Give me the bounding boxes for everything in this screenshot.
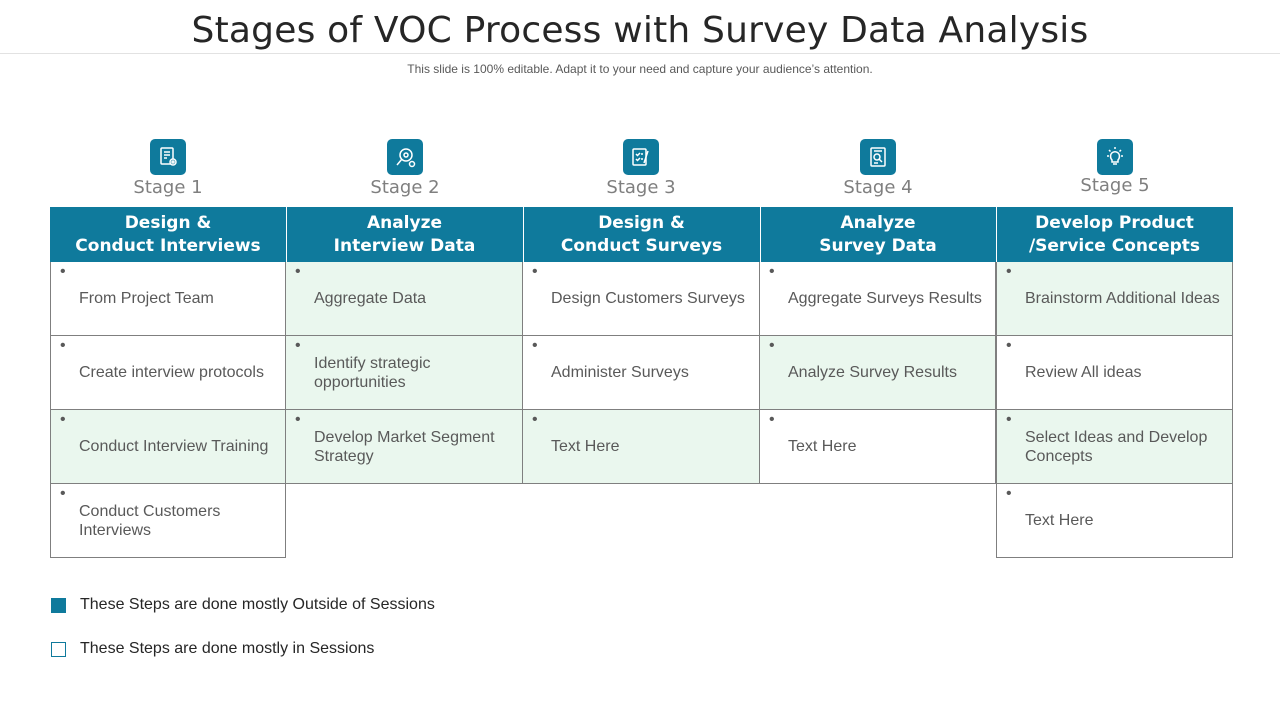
column-header-stage-1: Design & Conduct Interviews — [50, 207, 286, 262]
table-cell: • From Project Team — [50, 262, 286, 336]
stage-label: Stage 4 — [843, 177, 913, 198]
table-cell: • Text Here — [996, 484, 1233, 558]
column-header-stage-4: Analyze Survey Data — [760, 207, 996, 262]
stage-2-header: Stage 2 — [287, 139, 523, 198]
table-cell: • Text Here — [760, 410, 996, 484]
column-header-stage-3: Design & Conduct Surveys — [523, 207, 760, 262]
legend-in-sessions: These Steps are done mostly in Sessions — [51, 640, 374, 658]
cell-text: Create interview protocols — [79, 364, 264, 381]
column-header-stage-5: Develop Product /Service Concepts — [996, 207, 1233, 262]
table-cell: • Conduct Interview Training — [50, 410, 286, 484]
header-divider — [523, 207, 524, 262]
cell-text: Select Ideas and Develop Concepts — [1025, 428, 1208, 465]
table-cell: • Text Here — [523, 410, 760, 484]
stage-4-header: Stage 4 — [760, 139, 996, 198]
title-divider — [0, 53, 1280, 54]
bullet-icon: • — [1006, 485, 1012, 502]
column-header-stage-2: Analyze Interview Data — [286, 207, 523, 262]
bullet-icon: • — [60, 485, 66, 502]
cell-text: Text Here — [788, 438, 857, 455]
page-subtitle: This slide is 100% editable. Adapt it to… — [407, 62, 873, 76]
bullet-icon: • — [295, 337, 301, 354]
stage-label: Stage 1 — [133, 177, 203, 198]
column-header-line: Analyze — [840, 212, 916, 233]
column-header-line: Survey Data — [819, 235, 937, 256]
cell-text: Aggregate Data — [314, 290, 427, 307]
cell-text: Text Here — [1025, 512, 1094, 529]
bullet-icon: • — [60, 263, 66, 280]
cell-text: Review All ideas — [1025, 364, 1142, 381]
stage-label: Stage 3 — [606, 177, 676, 198]
page-title: Stages of VOC Process with Survey Data A… — [191, 10, 1089, 51]
legend-swatch-outline — [51, 641, 66, 657]
cell-text: Develop Market Segment Strategy — [314, 428, 495, 465]
table-cell: • Analyze Survey Results — [760, 336, 996, 410]
column-header-line: Interview Data — [333, 235, 476, 256]
bullet-icon: • — [532, 411, 538, 428]
legend-outside-sessions: These Steps are done mostly Outside of S… — [51, 596, 435, 614]
table-cell: • Aggregate Surveys Results — [760, 262, 996, 336]
bullet-icon: • — [769, 263, 775, 280]
column-header-line: /Service Concepts — [1028, 235, 1201, 256]
legend-label: These Steps are done mostly Outside of S… — [80, 596, 435, 613]
column-header-line: Conduct Interviews — [75, 235, 261, 256]
report-analysis-icon — [860, 139, 896, 175]
cell-text: Identify strategic opportunities — [314, 354, 431, 391]
bullet-icon: • — [295, 411, 301, 428]
legend-label: These Steps are done mostly in Sessions — [80, 640, 375, 657]
table-cell: • Brainstorm Additional Ideas — [996, 262, 1233, 336]
cell-text: Brainstorm Additional Ideas — [1025, 290, 1220, 307]
bullet-icon: • — [1006, 337, 1012, 354]
bullet-icon: • — [769, 411, 775, 428]
column-header-line: Develop Product — [1035, 212, 1194, 233]
table-cell: • Aggregate Data — [286, 262, 523, 336]
table-cell: • Select Ideas and Develop Concepts — [996, 410, 1233, 484]
lightbulb-idea-icon — [1097, 139, 1133, 175]
cell-text: Administer Surveys — [551, 364, 689, 381]
magnifier-gear-icon — [387, 139, 423, 175]
bullet-icon: • — [532, 263, 538, 280]
table-cell: • Conduct Customers Interviews — [50, 484, 286, 558]
table-cell: • Develop Market Segment Strategy — [286, 410, 523, 484]
table-cell: • Create interview protocols — [50, 336, 286, 410]
cell-text: Conduct Customers Interviews — [79, 502, 221, 539]
bullet-icon: • — [295, 263, 301, 280]
stage-3-header: Stage 3 — [523, 139, 759, 198]
table-cell: • Design Customers Surveys — [523, 262, 760, 336]
survey-form-icon — [623, 139, 659, 175]
table-cell: • Review All ideas — [996, 336, 1233, 410]
bullet-icon: • — [60, 337, 66, 354]
header-divider — [996, 207, 997, 262]
document-gear-icon — [150, 139, 186, 175]
stage-label: Stage 2 — [370, 177, 440, 198]
cell-text: From Project Team — [79, 290, 214, 307]
cell-text: Text Here — [551, 438, 620, 455]
cell-text: Aggregate Surveys Results — [788, 290, 982, 307]
stage-label: Stage 5 — [1080, 175, 1150, 196]
bullet-icon: • — [769, 337, 775, 354]
cell-text: Conduct Interview Training — [79, 438, 269, 455]
stage-5-header: Stage 5 — [997, 139, 1233, 196]
column-header-line: Design & — [598, 212, 685, 233]
legend-swatch-filled — [51, 597, 66, 613]
cell-text: Design Customers Surveys — [551, 290, 745, 307]
bullet-icon: • — [1006, 411, 1012, 428]
bullet-icon: • — [1006, 263, 1012, 280]
bullet-icon: • — [532, 337, 538, 354]
table-cell: • Administer Surveys — [523, 336, 760, 410]
voc-process-table: Design & Conduct Interviews Analyze Inte… — [50, 207, 1233, 559]
table-cell: • Identify strategic opportunities — [286, 336, 523, 410]
header-divider — [760, 207, 761, 262]
cell-text: Analyze Survey Results — [788, 364, 957, 381]
bullet-icon: • — [60, 411, 66, 428]
stage-1-header: Stage 1 — [50, 139, 286, 198]
header-divider — [286, 207, 287, 262]
column-header-line: Analyze — [366, 212, 443, 233]
column-header-line: Design & — [124, 212, 212, 233]
column-header-line: Conduct Surveys — [560, 235, 723, 256]
